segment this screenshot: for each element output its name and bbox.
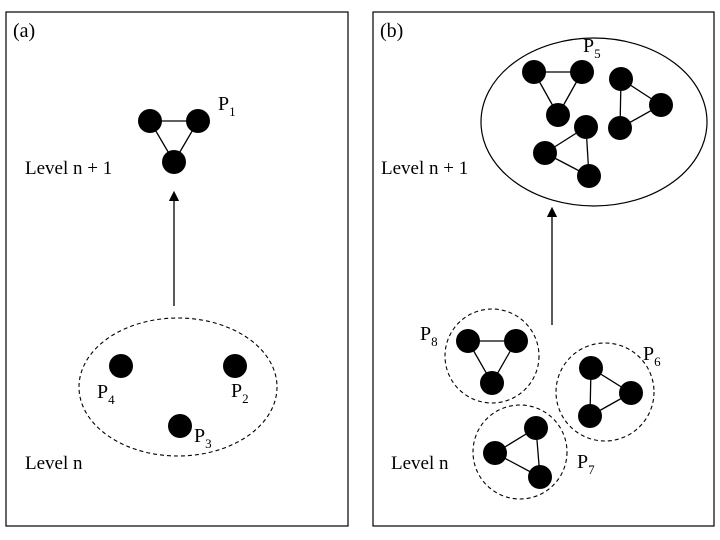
inner-cluster: [533, 115, 601, 188]
node: [574, 115, 598, 139]
node: [483, 441, 507, 465]
node-p3: [168, 414, 192, 438]
inner-cluster: [522, 60, 594, 127]
node: [504, 329, 528, 353]
group-boundary-dashed: [444, 308, 540, 404]
label-p7: P7: [577, 451, 595, 477]
node-p2: [223, 354, 247, 378]
level-n-label: Level n: [25, 453, 83, 474]
node: [480, 371, 504, 395]
node: [609, 67, 633, 91]
node: [578, 404, 602, 428]
node: [533, 141, 557, 165]
level-n-plus-1-label: Level n + 1: [381, 158, 468, 179]
cluster-p1: [138, 109, 210, 174]
label-p5: P5: [583, 35, 601, 61]
inner-cluster: [608, 67, 673, 140]
label-p4: P4: [97, 381, 115, 407]
panel-a: (a) P1 Level n + 1 P4 P2 P3 Level n: [5, 11, 349, 527]
label-p1: P1: [218, 93, 236, 119]
label-p3: P3: [194, 425, 212, 451]
node: [649, 93, 673, 117]
node: [570, 60, 594, 84]
panel-b-label: (b): [380, 20, 403, 42]
label-p6: P6: [643, 343, 661, 369]
node: [579, 356, 603, 380]
level-n-plus-1-label: Level n + 1: [25, 158, 112, 179]
panel-a-label: (a): [13, 20, 35, 42]
group-boundary-dashed: [472, 404, 568, 500]
group-boundary-dashed: [555, 342, 655, 442]
node: [456, 329, 480, 353]
label-p2: P2: [231, 380, 249, 406]
node: [162, 150, 186, 174]
group-boundary-dashed: [78, 317, 278, 457]
node-p4: [109, 354, 133, 378]
level-n-label: Level n: [391, 453, 449, 474]
label-p8: P8: [420, 323, 438, 349]
node: [522, 60, 546, 84]
node: [577, 164, 601, 188]
panel-b: (b) P5 L: [372, 11, 715, 527]
node: [138, 109, 162, 133]
node: [528, 465, 552, 489]
group-boundary-solid: [480, 37, 708, 207]
panel-a-frame: [5, 11, 349, 527]
node: [608, 116, 632, 140]
node: [546, 103, 570, 127]
panel-b-frame: [372, 11, 715, 527]
node: [524, 416, 548, 440]
node: [186, 109, 210, 133]
node: [619, 381, 643, 405]
